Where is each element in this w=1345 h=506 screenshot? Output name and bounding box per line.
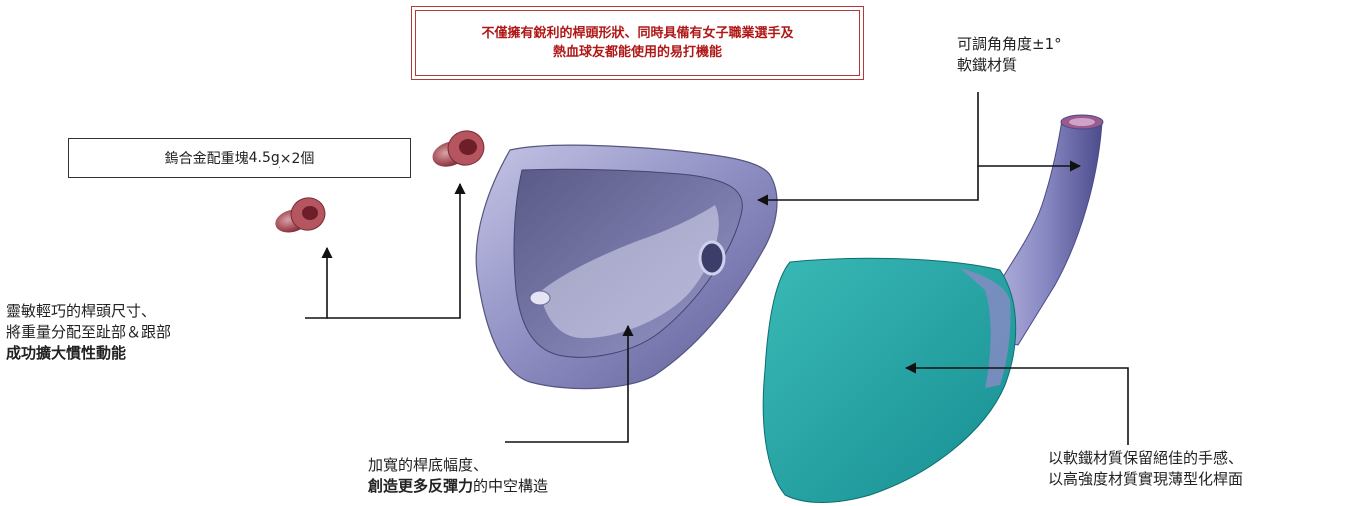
hosel-part — [984, 114, 1104, 346]
leader-weights-1 — [305, 246, 333, 319]
leader-body — [756, 166, 979, 206]
weight-spec-box: 鎢合金配重塊 4.5 g×2個 — [68, 138, 411, 178]
bottom-note: 加寬的桿底幅度、 創造更多反彈力的中空構造 — [368, 455, 548, 497]
left-note-line-1: 靈敏輕巧的桿頭尺寸、 — [6, 302, 157, 320]
left-note: 靈敏輕巧的桿頭尺寸、 將重量分配至趾部＆跟部 成功擴大慣性動能 — [6, 301, 171, 364]
bottom-note-rest: 的中空構造 — [473, 477, 549, 495]
leader-sole — [505, 324, 634, 443]
top-right-note: 可調角角度±1° 軟鐵材質 — [957, 34, 1062, 76]
right-note-line-1: 以軟鐵材質保留絕佳的手感、 — [1048, 449, 1244, 467]
bottom-note-bold: 創造更多反彈力 — [368, 477, 474, 495]
weight-unit: g — [270, 150, 280, 166]
top-right-note-line-1: 可調角角度±1° — [957, 35, 1062, 53]
left-note-line-2: 將重量分配至趾部＆跟部 — [6, 323, 172, 341]
leader-face — [904, 362, 1129, 445]
weight-name: 鎢合金配重塊 — [164, 151, 249, 167]
weight-piece-bottom — [275, 197, 326, 233]
headline-banner: 不僅擁有銳利的桿頭形狀、同時具備有女子職業選手及 熱血球友都能使用的易打機能 — [411, 6, 864, 80]
weight-count: ×2個 — [279, 151, 315, 167]
left-note-line-3: 成功擴大慣性動能 — [6, 344, 127, 362]
weight-value: 4.5 — [248, 150, 271, 166]
right-note: 以軟鐵材質保留絕佳的手感、 以高強度材質實現薄型化桿面 — [1048, 448, 1243, 490]
face-plate-part — [762, 257, 1017, 503]
top-right-note-line-2: 軟鐵材質 — [957, 56, 1018, 74]
headline-banner-inner: 不僅擁有銳利的桿頭形狀、同時具備有女子職業選手及 熱血球友都能使用的易打機能 — [415, 10, 860, 76]
weight-piece-top — [432, 130, 485, 167]
leader-lines — [305, 92, 1129, 445]
bottom-note-line-1: 加寬的桿底幅度、 — [368, 456, 489, 474]
bottom-note-line-2: 創造更多反彈力的中空構造 — [368, 476, 548, 497]
headline-line-1: 不僅擁有銳利的桿頭形狀、同時具備有女子職業選手及 — [481, 26, 794, 41]
right-note-line-2: 以高強度材質實現薄型化桿面 — [1048, 470, 1244, 488]
headline-line-2: 熱血球友都能使用的易打機能 — [552, 45, 722, 60]
hollow-body-part — [475, 144, 778, 390]
leader-weights-2 — [327, 182, 466, 319]
